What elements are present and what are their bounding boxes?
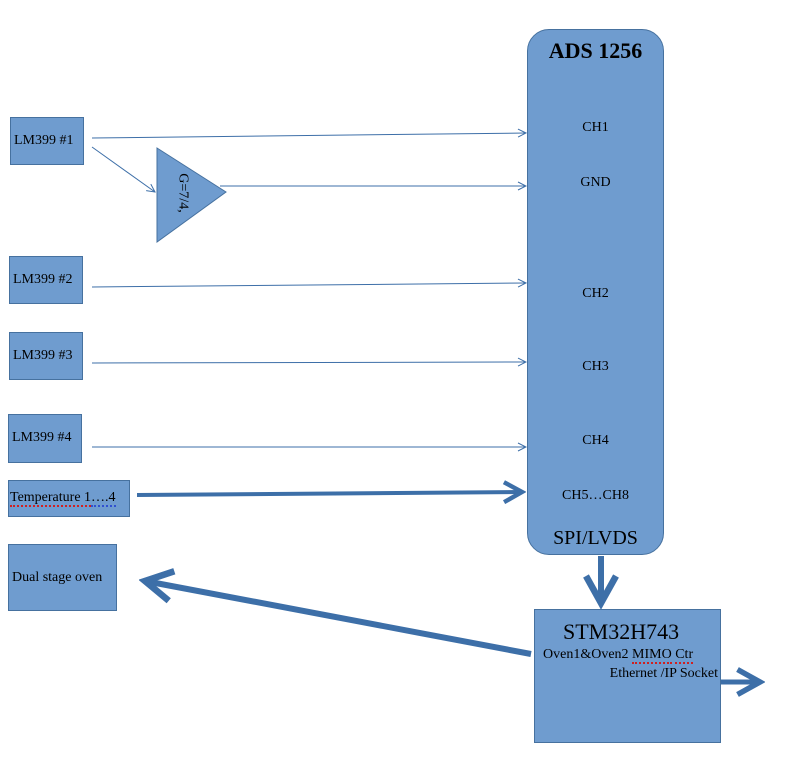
oven-label: Dual stage oven: [12, 570, 103, 585]
temperature-label-tail: ….4: [91, 490, 116, 507]
adc-channel-ch5-ch8: CH5…CH8: [562, 488, 629, 503]
mcu-line-oven-control: Oven1&Oven2 MIMO Ctr: [543, 647, 694, 664]
sensor-lm399-2: LM399 #2: [9, 256, 83, 304]
amplifier-triangle: [156, 147, 227, 243]
mcu-line-ethernet: Ethernet /IP Socket: [609, 666, 718, 681]
sensor-label: LM399 #2: [13, 272, 73, 287]
adc-title: ADS 1256: [548, 38, 643, 63]
temperature-label-main: Temperature 1: [10, 490, 92, 507]
amplifier-gain-label: G=7/4,: [175, 173, 191, 213]
wire-lm399-3-to-ch3: [91, 362, 526, 363]
adc-channel-ch4: CH4: [582, 433, 609, 448]
mcu-block: STM32H743 Oven1&Oven2 MIMO Ctr Ethernet …: [534, 609, 721, 743]
wire-lm399-1-to-ch1: [91, 133, 526, 139]
arrow-temperature-to-adc: [136, 492, 522, 495]
sensor-lm399-3: LM399 #3: [9, 332, 83, 380]
temperature-sensors-box: Temperature 1….4: [8, 480, 130, 517]
mcu-line1-d: Ctr: [675, 647, 694, 664]
adc-channel-ch3: CH3: [582, 359, 609, 374]
sensor-label: LM399 #1: [14, 133, 74, 148]
sensor-lm399-1: LM399 #1: [10, 117, 84, 165]
temperature-label: Temperature 1….4: [10, 490, 116, 507]
mcu-line1-a: Oven1&Oven2: [543, 647, 633, 662]
mcu-line1-b: MIMO: [632, 647, 672, 664]
dual-stage-oven-box: Dual stage oven: [8, 544, 117, 611]
sensor-label: LM399 #4: [12, 430, 72, 445]
wire-lm399-1-to-amp: [91, 146, 155, 192]
arrow-mcu-to-oven: [145, 581, 532, 657]
adc-channel-ch1: CH1: [582, 120, 609, 135]
adc-bus-label: SPI/LVDS: [553, 527, 638, 549]
sensor-label: LM399 #3: [13, 348, 73, 363]
adc-channel-gnd: GND: [580, 175, 611, 190]
adc-block: [527, 29, 664, 555]
mcu-title: STM32H743: [563, 619, 680, 644]
adc-channel-ch2: CH2: [582, 286, 609, 301]
sensor-lm399-4: LM399 #4: [8, 414, 82, 463]
wire-lm399-2-to-ch2: [91, 283, 526, 287]
